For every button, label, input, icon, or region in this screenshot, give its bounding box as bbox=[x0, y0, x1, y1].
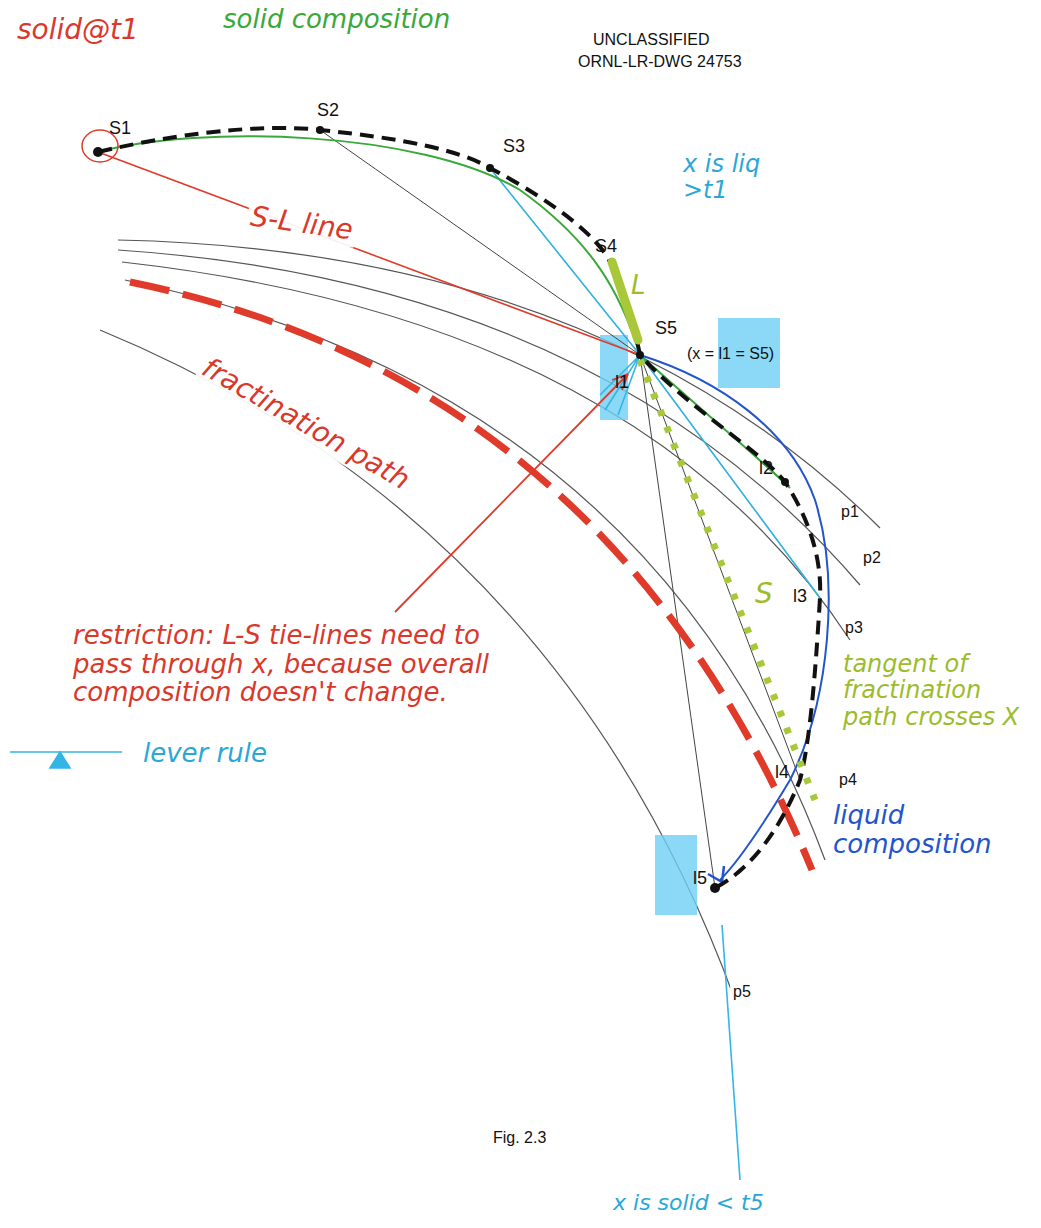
fractionation-path bbox=[130, 282, 812, 870]
curve-label: p1 bbox=[838, 502, 862, 522]
handwritten-mark: S bbox=[752, 578, 776, 611]
point-label: l1 bbox=[612, 372, 632, 394]
point-label: l4 bbox=[772, 762, 792, 784]
handwritten-mark: L bbox=[628, 270, 649, 301]
handwritten-note: solid composition bbox=[220, 4, 453, 35]
handwritten-note: solid@t1 bbox=[14, 14, 142, 47]
point-label: S1 bbox=[106, 118, 134, 140]
handwritten-note: lever rule bbox=[140, 738, 270, 769]
curve-label: p4 bbox=[836, 770, 860, 790]
highlight bbox=[655, 835, 697, 915]
curve-label: p5 bbox=[730, 982, 754, 1002]
liquid-curve bbox=[640, 355, 829, 880]
point-label: S2 bbox=[314, 100, 342, 122]
s-segment bbox=[640, 360, 815, 800]
handwritten-note: liquid composition bbox=[830, 800, 1036, 859]
point-label: S4 bbox=[592, 236, 620, 258]
leader-line bbox=[395, 374, 628, 612]
s-l-line bbox=[98, 152, 640, 355]
point-label: l5 bbox=[690, 868, 710, 890]
handwritten-note: restriction: L-S tie-lines need to pass … bbox=[70, 620, 496, 708]
figure-caption: Fig. 2.3 bbox=[490, 1128, 549, 1148]
cyan-lines bbox=[10, 168, 820, 1180]
header: UNCLASSIFIED bbox=[590, 30, 712, 50]
handwritten-note: x is liq >t1 bbox=[680, 150, 806, 205]
composition-curve bbox=[98, 128, 820, 888]
curve-label: p2 bbox=[860, 548, 884, 568]
point-label: S3 bbox=[500, 136, 528, 158]
points bbox=[93, 126, 789, 893]
handwritten-note: S-L line bbox=[245, 200, 357, 248]
point-label: l3 bbox=[790, 586, 810, 608]
point-note: (x = l1 = S5) bbox=[684, 344, 777, 364]
handwritten-note: tangent of fractination path crosses X bbox=[840, 650, 1036, 731]
handwritten-note: x is solid < t5 bbox=[610, 1190, 767, 1216]
arrow-head bbox=[708, 866, 724, 882]
curve-label: p3 bbox=[842, 618, 866, 638]
point-label: l2 bbox=[756, 458, 776, 480]
drawing-number: ORNL-LR-DWG 24753 bbox=[575, 52, 745, 72]
point-label: S5 bbox=[652, 318, 680, 340]
